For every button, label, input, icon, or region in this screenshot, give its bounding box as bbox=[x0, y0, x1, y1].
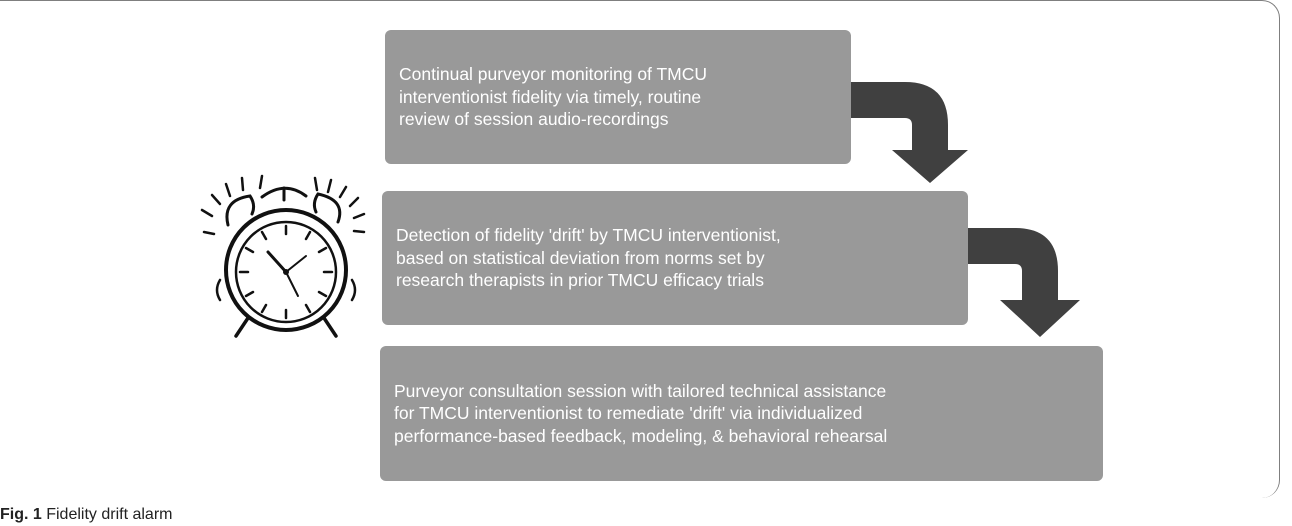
caption-label: Fig. 1 bbox=[0, 506, 42, 523]
step-text: Purveyor consultation session with tailo… bbox=[394, 380, 888, 446]
caption-text: Fidelity drift alarm bbox=[41, 506, 173, 523]
step-text: Detection of fidelity 'drift' by TMCU in… bbox=[396, 225, 781, 291]
step-text: Continual purveyor monitoring of TMCU in… bbox=[399, 64, 708, 130]
step-box-consultation: Purveyor consultation session with tailo… bbox=[380, 346, 1103, 481]
step-box-detection: Detection of fidelity 'drift' by TMCU in… bbox=[382, 191, 968, 325]
arrow-step1-to-step2 bbox=[851, 82, 968, 183]
step-box-monitoring: Continual purveyor monitoring of TMCU in… bbox=[385, 30, 851, 164]
figure-frame bbox=[0, 0, 1280, 498]
figure-caption: Fig. 1 Fidelity drift alarm bbox=[0, 506, 172, 524]
arrow-step2-to-step3 bbox=[968, 228, 1080, 337]
